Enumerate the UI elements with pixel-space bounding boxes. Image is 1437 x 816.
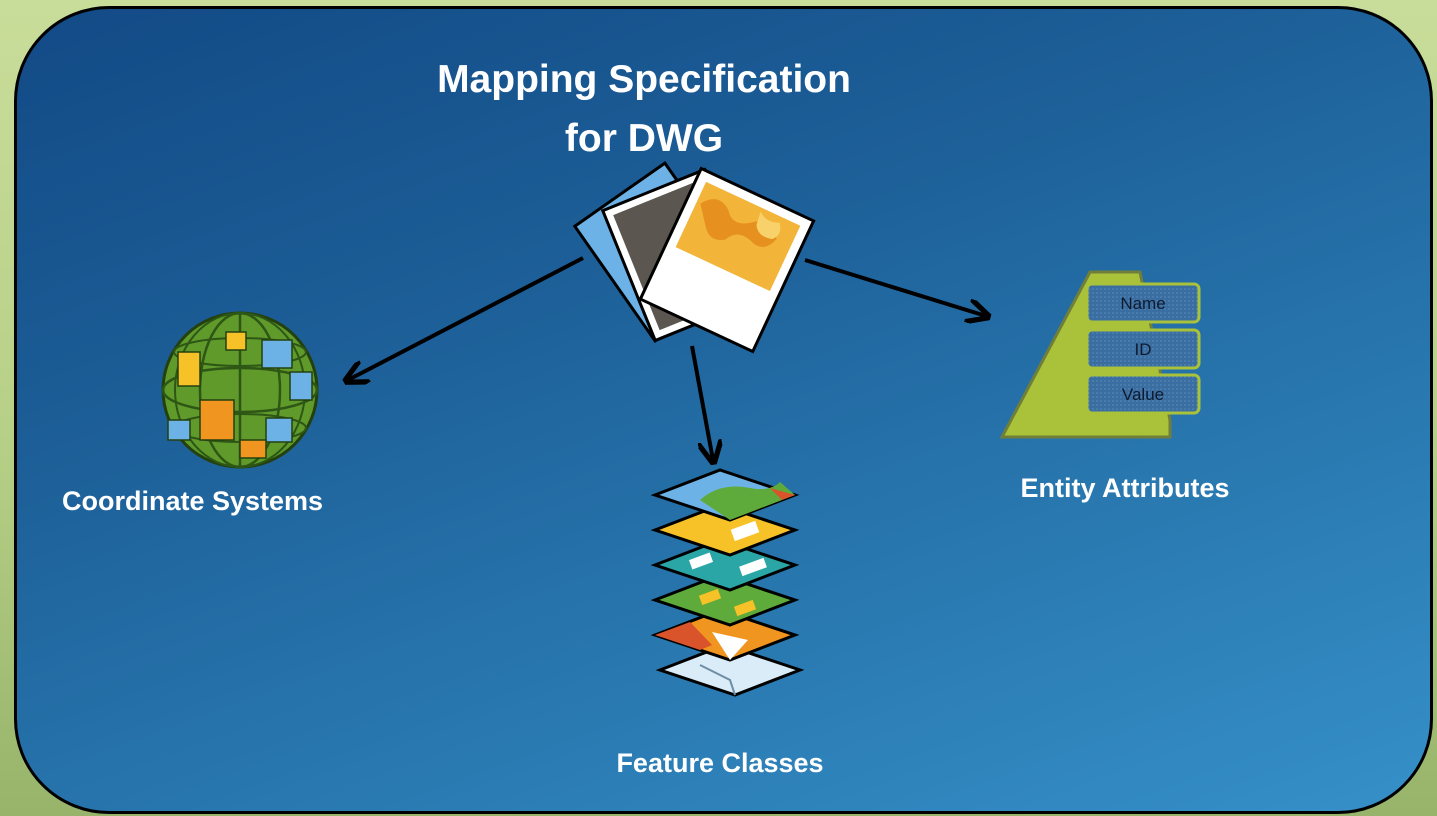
- arrow-to-feature-classes: [690, 345, 713, 460]
- attribute-table-icon: Name ID Value: [999, 270, 1201, 439]
- attribute-row: ID: [1085, 328, 1201, 370]
- attribute-value-text: Value: [1122, 385, 1164, 404]
- arrow-to-coordinate-systems: [348, 256, 584, 380]
- map-layers-icon: [650, 468, 805, 697]
- map-documents-icon: [572, 161, 816, 354]
- title-line-1: Mapping Specification: [437, 58, 851, 101]
- attribute-row: Value: [1085, 373, 1201, 415]
- arrows: [348, 256, 986, 460]
- entity-attributes-label: Entity Attributes: [1020, 473, 1230, 503]
- arrow-to-entity-attributes: [804, 258, 986, 316]
- globe-icon: [161, 311, 319, 469]
- title-line-2: for DWG: [564, 117, 724, 160]
- attribute-row: Name: [1085, 282, 1201, 324]
- feature-classes-label: Feature Classes: [616, 748, 824, 778]
- coordinate-systems-label: Coordinate Systems: [62, 486, 324, 516]
- attribute-name-text: Name: [1120, 294, 1165, 313]
- attribute-id-text: ID: [1135, 340, 1152, 359]
